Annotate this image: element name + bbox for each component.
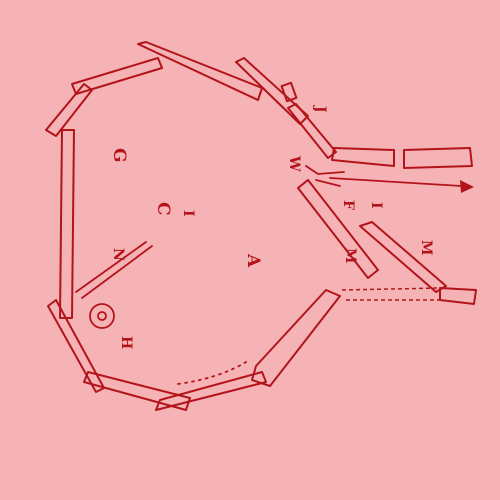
flow-arrow-head (460, 180, 474, 193)
label-n: N (110, 248, 126, 261)
bait-ring-outer (90, 304, 114, 328)
label-h: H (118, 336, 134, 349)
plank-top-left (72, 58, 162, 94)
label-i-lower: I (368, 202, 384, 209)
label-f: F (340, 200, 356, 210)
funnel-throat (306, 166, 344, 186)
dotted-arc (178, 362, 246, 384)
label-a: A (243, 253, 263, 268)
label-m-right: M (418, 240, 434, 256)
enclosure-wall (46, 42, 446, 410)
channel-dotted-line (342, 288, 440, 290)
label-m-left: M (342, 248, 358, 264)
label-i-upper: I (180, 210, 196, 217)
interior (76, 83, 296, 384)
entrance-channel (306, 148, 476, 304)
channel-top-board (332, 148, 394, 166)
label-g: G (109, 148, 129, 163)
label-c: C (153, 202, 173, 216)
plank-lower-funnel (298, 180, 378, 278)
bait-ring-inner (98, 312, 106, 320)
plank-left-bottom (48, 300, 104, 392)
plank-bottom-right (252, 290, 340, 386)
plank-left (60, 130, 74, 318)
flow-arrow-line (330, 178, 462, 186)
label-w: W (286, 155, 302, 172)
plank-lower-funnel-outer (360, 222, 446, 292)
label-j: J (312, 104, 328, 113)
plank-top-right (236, 58, 308, 124)
plank-bottom (156, 372, 266, 410)
channel-bottom-board (440, 288, 476, 304)
channel-top-board-right (404, 148, 472, 168)
plank-top (138, 42, 262, 100)
labels: A C I I G H N J W F M M (109, 104, 434, 349)
